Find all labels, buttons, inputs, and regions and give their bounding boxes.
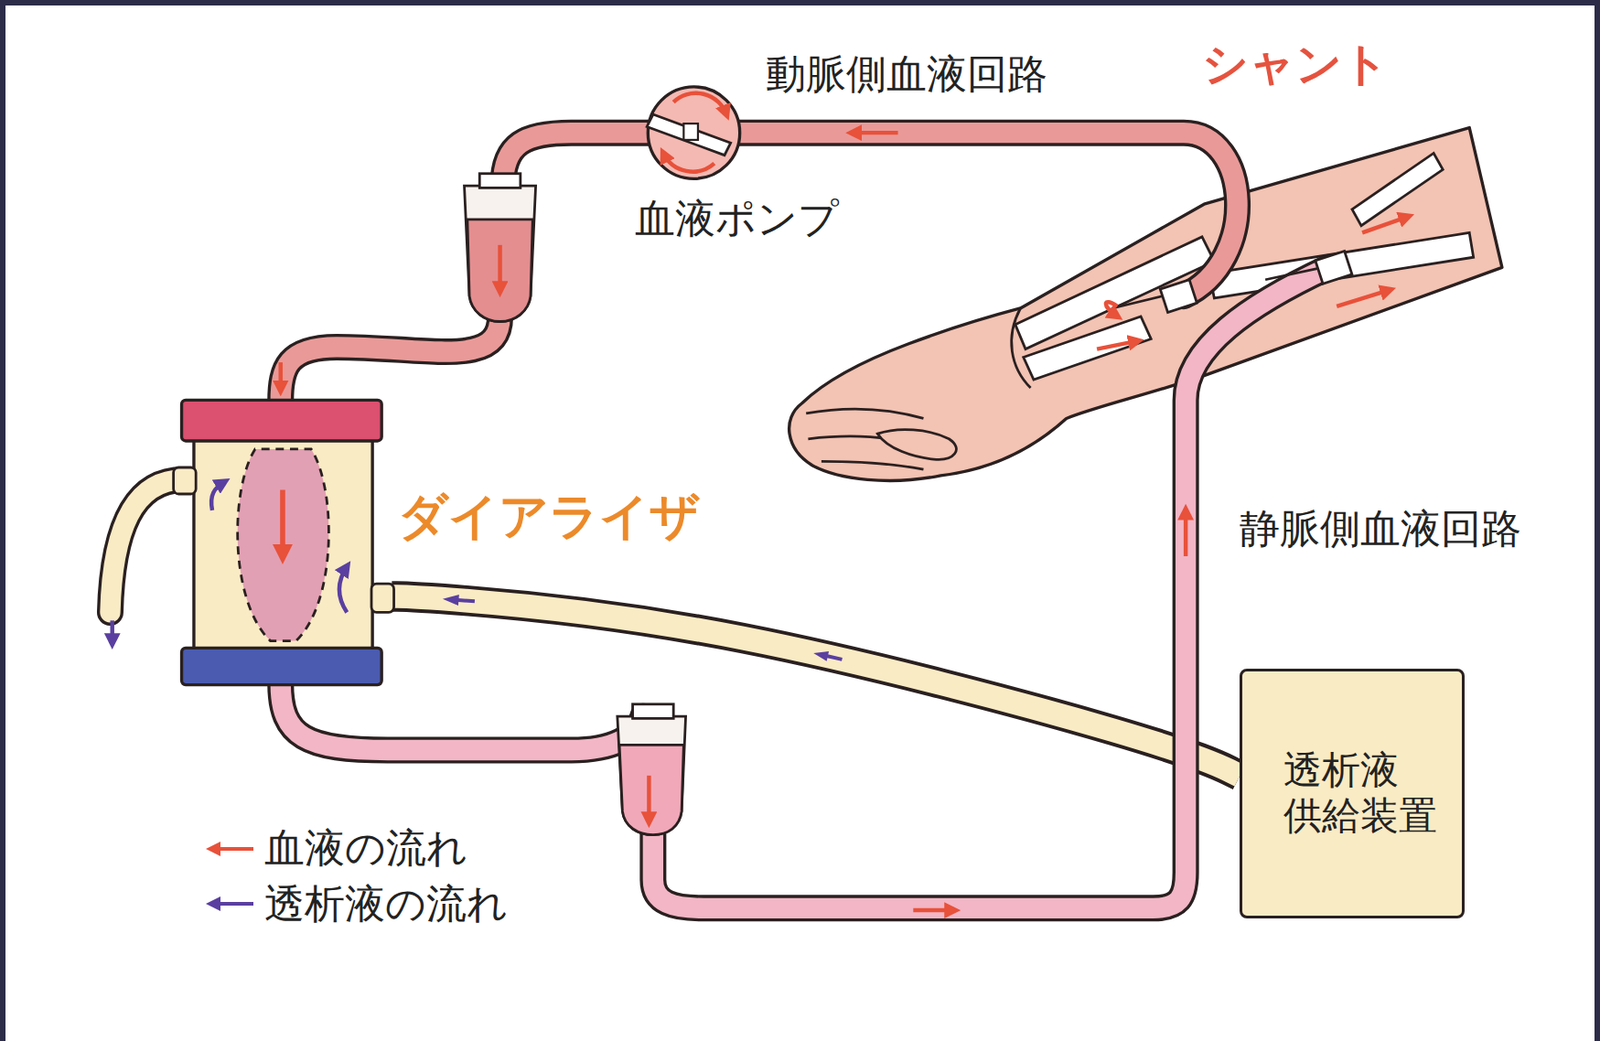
blood-pump (663, 152, 715, 172)
circuit-label: 動脈側血液回路 (765, 51, 1048, 98)
arm-illustration (789, 128, 1503, 482)
venous-blood-line (653, 267, 1329, 908)
drip-chamber (467, 219, 533, 323)
dialyzer-label: ダイアライザ (397, 487, 700, 548)
drip-chamber (464, 173, 537, 323)
drip-chamber (479, 173, 521, 189)
dialyzer-illustration (182, 399, 383, 441)
venous-blood-line (280, 683, 644, 751)
box-text: 透析液 供給装置 (1283, 747, 1450, 840)
blood-flow-arrow (497, 245, 502, 291)
venous-blood-line (280, 267, 1330, 908)
legend-arrow-sample (205, 841, 221, 857)
arterial-blood-line (280, 132, 1238, 401)
blood-flow-arrow (851, 130, 898, 135)
arterial-blood-line (280, 316, 501, 402)
legend-arrow-sample (205, 896, 221, 912)
dialyzer-illustration (109, 479, 183, 613)
dialysate-flow-arrow (211, 482, 225, 511)
dialyzer: ダイアライザ (182, 399, 383, 685)
dialyzer-illustration (371, 583, 395, 613)
needle-connector (1315, 250, 1353, 284)
dialyzer-illustration (182, 647, 383, 685)
dialysate-flow-arrow (339, 566, 347, 613)
pump-label: 血液ポンプ (634, 195, 839, 243)
blood-pump (673, 93, 727, 115)
legend-arrow-sample (204, 892, 256, 915)
legend-text: 透析液の流れ (264, 880, 508, 929)
dialysate-flow-arrow (112, 482, 348, 644)
dialysate-flow-arrow (452, 599, 475, 602)
blood-flow-arrow (1106, 301, 1118, 317)
drip-chamber (633, 704, 675, 720)
blood-flow-arrow (279, 490, 286, 558)
needle-connector (1265, 267, 1322, 280)
venous-blood-line (653, 267, 1329, 908)
legend-arrow-sample (204, 837, 256, 860)
drip-chamber (617, 704, 687, 836)
legend-arrow-sample (216, 902, 254, 906)
dialysate-flow-arrow (109, 620, 114, 644)
dialyzer-illustration (193, 439, 373, 652)
circuit-label: 静脈側血液回路 (1239, 505, 1522, 553)
dialyzer-illustration (173, 467, 197, 494)
drip-chamber (617, 716, 687, 835)
tape (1209, 232, 1474, 298)
needle-connector (1159, 279, 1197, 313)
blood-flow-arrow (1362, 216, 1408, 234)
blood-pump (646, 114, 731, 156)
arm-illustration (821, 461, 924, 470)
blood-flow-arrow (646, 775, 651, 822)
drip-chamber (619, 744, 684, 835)
legend-arrow-sample (216, 847, 254, 851)
drip-chamber (464, 185, 537, 322)
blood-pump (646, 86, 741, 179)
dialyzer-illustration (237, 449, 330, 642)
dialyzer-illustration (109, 479, 183, 613)
dialyzer-illustration (109, 399, 394, 685)
tape (1352, 152, 1443, 226)
arterial-blood-line (503, 132, 1238, 296)
legend-text: 血液の流れ (264, 824, 468, 873)
venous-blood-line (280, 683, 644, 751)
needle-connector (1112, 250, 1353, 312)
blood-flow-arrow (912, 908, 955, 913)
blood-flow-arrow (279, 362, 283, 390)
legend-item: 血液の流れ (204, 824, 468, 873)
blood-pump (683, 123, 698, 140)
blood-flow-arrow (1096, 341, 1139, 350)
arm-illustration (805, 408, 924, 419)
arm-illustration (789, 128, 1503, 482)
dialysate-supply-box: 透析液 供給装置 (1239, 668, 1464, 919)
legend-item: 透析液の流れ (204, 880, 508, 929)
dialysate-flow-arrow (822, 655, 842, 660)
arterial-blood-line (280, 316, 501, 402)
blood-flow-arrow (1183, 510, 1188, 557)
tape (1023, 316, 1151, 380)
blood-flow-arrow (1336, 289, 1390, 307)
arm-illustration (877, 429, 956, 461)
shunt-label: シャント (1202, 38, 1389, 92)
arterial-blood-line (503, 132, 1238, 296)
